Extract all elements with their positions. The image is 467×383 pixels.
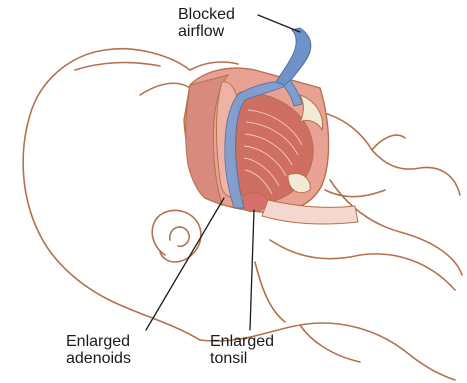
temple-contour (140, 83, 190, 95)
cheek-contour (325, 190, 385, 197)
enlarged-tonsil-label-line-2: tonsil (210, 350, 274, 367)
enlarged-tonsil-label-line-1: Enlarged (210, 333, 274, 350)
face-contour (312, 110, 460, 195)
enlarged-adenoids-label: Enlarged adenoids (66, 333, 131, 367)
head-back-contour (23, 49, 200, 340)
ear-inner (170, 227, 189, 246)
enlarged-adenoids-label-line-2: adenoids (66, 350, 131, 367)
airway-tube-body (262, 200, 358, 224)
blocked-airflow-label-line-1: Blocked (178, 6, 235, 23)
enlarged-adenoids-label-line-1: Enlarged (66, 333, 131, 350)
airflow-leader-line (258, 15, 300, 32)
collar-contour (300, 325, 360, 362)
chin-contour (330, 180, 462, 275)
ear-outer (152, 210, 201, 262)
jaw-contour (255, 262, 285, 322)
airflow-upper-stream (276, 28, 311, 86)
hair-line (75, 63, 160, 70)
neck-front-contour (270, 240, 455, 290)
airway-tube (262, 200, 358, 224)
enlarged-tonsil-label: Enlarged tonsil (210, 333, 274, 367)
blocked-airflow-label: Blocked airflow (178, 6, 235, 40)
blocked-airflow-label-line-2: airflow (178, 23, 235, 40)
tonsil-leader-line (250, 210, 254, 330)
nose-contour (372, 135, 405, 150)
